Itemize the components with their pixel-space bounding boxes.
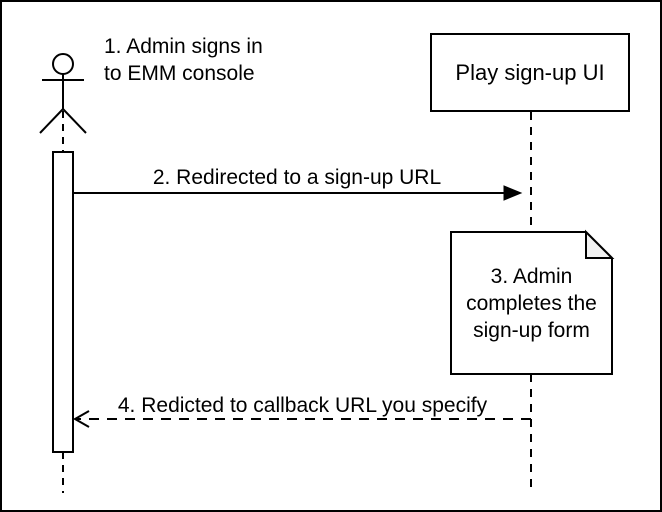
note-body — [450, 231, 613, 375]
message-redirect-arrow — [73, 185, 523, 201]
step1-label-line2: to EMM console — [104, 62, 255, 85]
note-shape — [450, 229, 615, 375]
step1-label-line1: 1. Admin signs in — [104, 35, 263, 58]
actor-right-leg — [62, 108, 87, 134]
note-label-line1: 3. Admin — [490, 264, 573, 288]
play-signup-ui-label: Play sign-up UI — [455, 59, 605, 85]
message-callback-arrow — [72, 410, 531, 428]
message-redirect-label: 2. Redirected to a sign-up URL — [152, 166, 442, 189]
note-label: 3. Admin completes the sign-up form — [451, 232, 612, 374]
actor-head — [52, 53, 74, 75]
filled-arrowhead-icon — [503, 185, 523, 201]
message-callback-label: 4. Redicted to callback URL you specify — [117, 394, 488, 417]
note-label-line3: sign-up form — [473, 318, 590, 342]
play-signup-ui-lifeline-box: Play sign-up UI — [430, 33, 630, 112]
note-label-line2: completes the — [466, 291, 597, 315]
activation-bar — [52, 151, 74, 453]
step1-label: 1. Admin signs in to EMM console — [104, 33, 263, 87]
open-arrowhead-icon — [72, 410, 90, 428]
note-fold-corner — [585, 229, 615, 259]
actor-left-leg — [39, 108, 64, 134]
actor-icon — [39, 53, 87, 134]
